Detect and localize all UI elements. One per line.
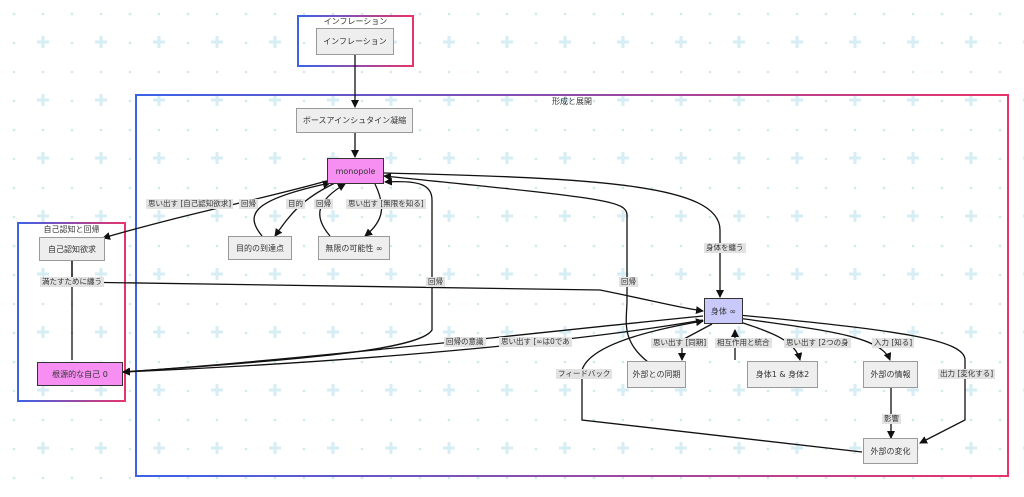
edge-label-output: 出力 [変化する]	[938, 369, 996, 379]
node-bec[interactable]: ボースアインシュタイン凝縮	[296, 108, 413, 133]
edge-label-remember-sync: 思い出す [同期]	[651, 338, 709, 348]
node-monopole[interactable]: monopole	[327, 158, 384, 184]
node-inflation[interactable]: インフレーション	[316, 28, 394, 55]
edge-label-remember-two: 思い出す [2つの身	[784, 338, 851, 348]
edge-monopole-infinite	[364, 183, 383, 237]
edge-body-origin-awareness	[122, 315, 704, 376]
edge-label-return2: 回帰	[314, 199, 333, 209]
edge-body-info	[737, 317, 892, 361]
node-goal[interactable]: 目的の到達点	[228, 236, 292, 260]
edge-label-interaction: 相互作用と統合	[715, 338, 772, 348]
group-title-inflation: インフレーション	[323, 17, 388, 26]
edge-label-feedback: フィードバック	[556, 369, 613, 379]
edge-label-return1: 回帰	[239, 199, 258, 209]
node-self-desire[interactable]: 自己認知欲求	[39, 237, 105, 261]
edge-label-influence: 影響	[882, 414, 901, 424]
edge-change-body-feedback	[581, 318, 863, 453]
node-body[interactable]: 身体 ∞	[704, 298, 743, 324]
edge-infinite-monopole-return	[319, 183, 346, 237]
node-external-change[interactable]: 外部の変化	[863, 438, 918, 464]
edge-sync-monopole-return	[383, 172, 649, 363]
edge-label-purpose: 目的	[286, 199, 305, 209]
edge-body-body12	[739, 321, 803, 361]
group-title-self: 自己認知と回帰	[43, 225, 100, 234]
edge-body-change-output	[737, 314, 966, 444]
node-body12[interactable]: 身体1 & 身体2	[747, 361, 818, 388]
group-title-formation: 形成と展開	[552, 97, 592, 106]
edge-label-return-right: 回帰	[426, 277, 445, 287]
node-external-sync[interactable]: 外部との同期	[627, 361, 686, 388]
edge-origin-monopole-return	[121, 177, 433, 373]
edge-label-wear-to-satisfy: 満たすために纏う	[40, 277, 104, 287]
edge-monopole-goal	[274, 182, 336, 237]
edge-monopole-body	[383, 172, 724, 298]
edge-label-return-mid: 回帰	[619, 277, 638, 287]
node-origin-self[interactable]: 根源的な自己 0	[37, 362, 123, 386]
edge-label-awareness: 回帰の意識	[444, 337, 486, 347]
node-external-info[interactable]: 外部の情報	[863, 361, 918, 388]
edge-label-wear-body: 身体を纏う	[704, 243, 746, 253]
edge-label-input: 入力 [知る]	[872, 338, 915, 348]
node-infinite[interactable]: 無限の可能性 ∞	[318, 236, 390, 260]
edge-goal-monopole-return	[253, 180, 331, 237]
edge-label-remember-infinite: 思い出す [無限を知る]	[346, 199, 426, 209]
edge-body-origin-remember	[122, 319, 704, 376]
edge-label-remember-zero: 思い出す [∞は0であ	[499, 337, 572, 347]
edge-self-body	[71, 261, 704, 315]
edge-label-remember-self: 思い出す [自己認知欲求]	[146, 199, 234, 209]
